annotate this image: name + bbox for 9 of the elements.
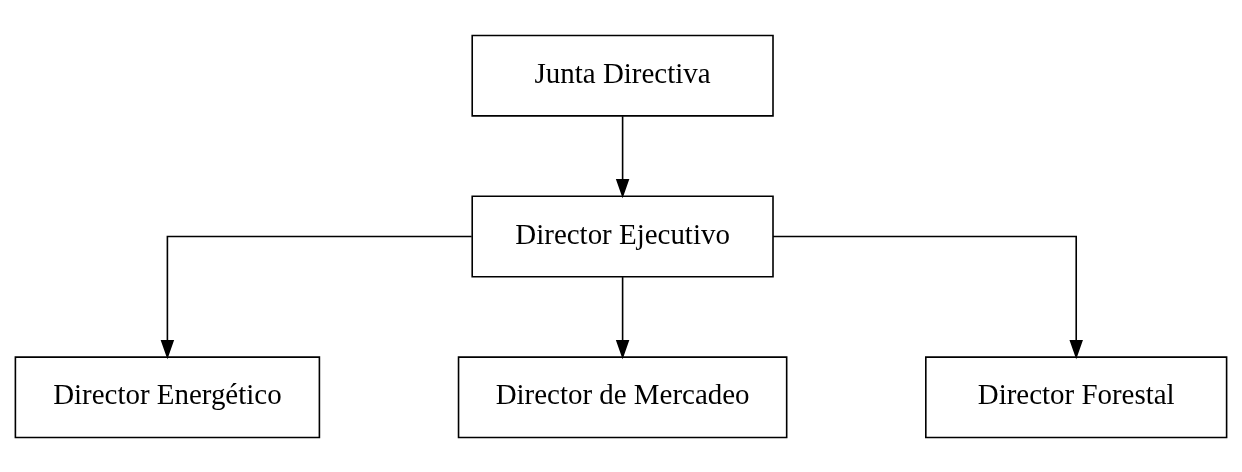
arrow: [615, 114, 630, 198]
arrow: [615, 275, 630, 359]
node-box: Director Ejecutivo: [471, 195, 774, 277]
node-box: Director de Mercadeo: [457, 355, 788, 438]
arrow: [772, 235, 1083, 359]
node-box: Junta Directiva: [471, 34, 774, 117]
node-box: Director Forestal: [925, 355, 1228, 438]
node-box: Director Energético: [14, 355, 321, 438]
arrow: [160, 235, 473, 359]
